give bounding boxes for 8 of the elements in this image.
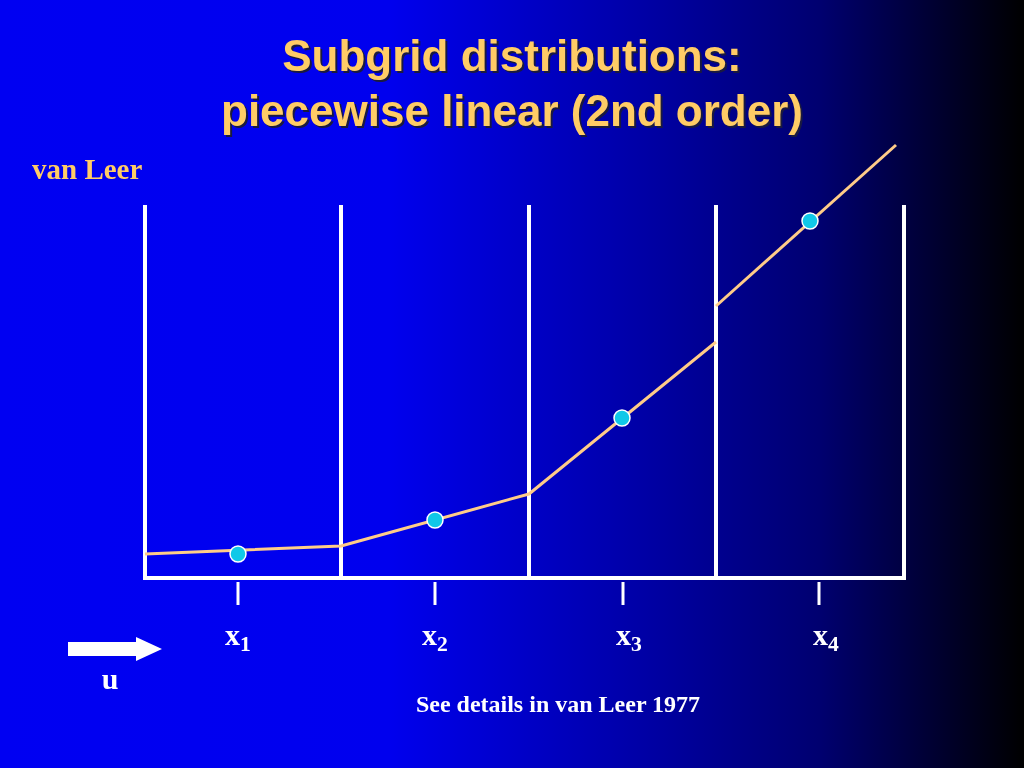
axis-tick-label: x$_{1}$ <box>225 620 251 650</box>
axis-tick-label: x$_{3}$ <box>616 620 642 650</box>
axis-tick-label: x$_{4}$ <box>813 620 839 650</box>
axis-tick-label: x$_{2}$ <box>422 620 448 650</box>
slide-title: Subgrid distributions: piecewise linear (2nd order) <box>220 30 804 137</box>
velocity-label: u <box>101 664 119 694</box>
method-label: van Leer <box>32 155 143 184</box>
reference-note: See details in van Leer 1977 <box>415 692 701 716</box>
